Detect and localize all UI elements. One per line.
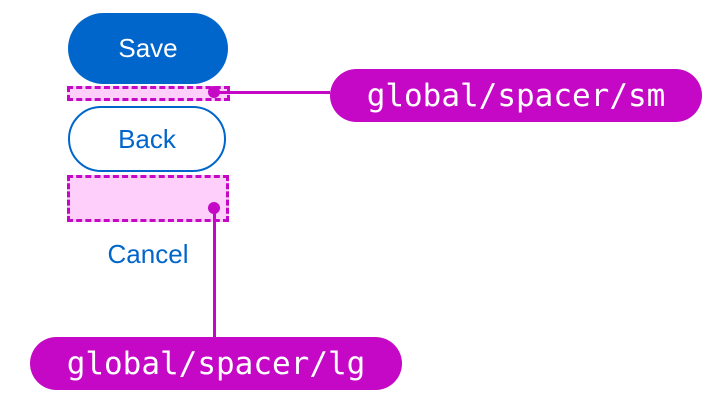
connector-line-lg [213, 208, 216, 337]
spacer-lg-highlight [67, 175, 229, 222]
back-button[interactable]: Back [68, 106, 226, 172]
token-label-sm: global/spacer/sm [330, 69, 702, 122]
save-button-label: Save [118, 33, 178, 63]
cancel-button-label: Cancel [107, 238, 189, 269]
spacer-sm-highlight [67, 86, 230, 101]
back-button-label: Back [118, 123, 176, 154]
save-button[interactable]: Save [68, 13, 228, 84]
token-label-sm-text: global/spacer/sm [366, 77, 666, 114]
token-label-lg: global/spacer/lg [30, 337, 402, 390]
connector-line-sm [214, 91, 330, 94]
cancel-button[interactable]: Cancel [68, 238, 228, 269]
token-label-lg-text: global/spacer/lg [66, 345, 366, 382]
